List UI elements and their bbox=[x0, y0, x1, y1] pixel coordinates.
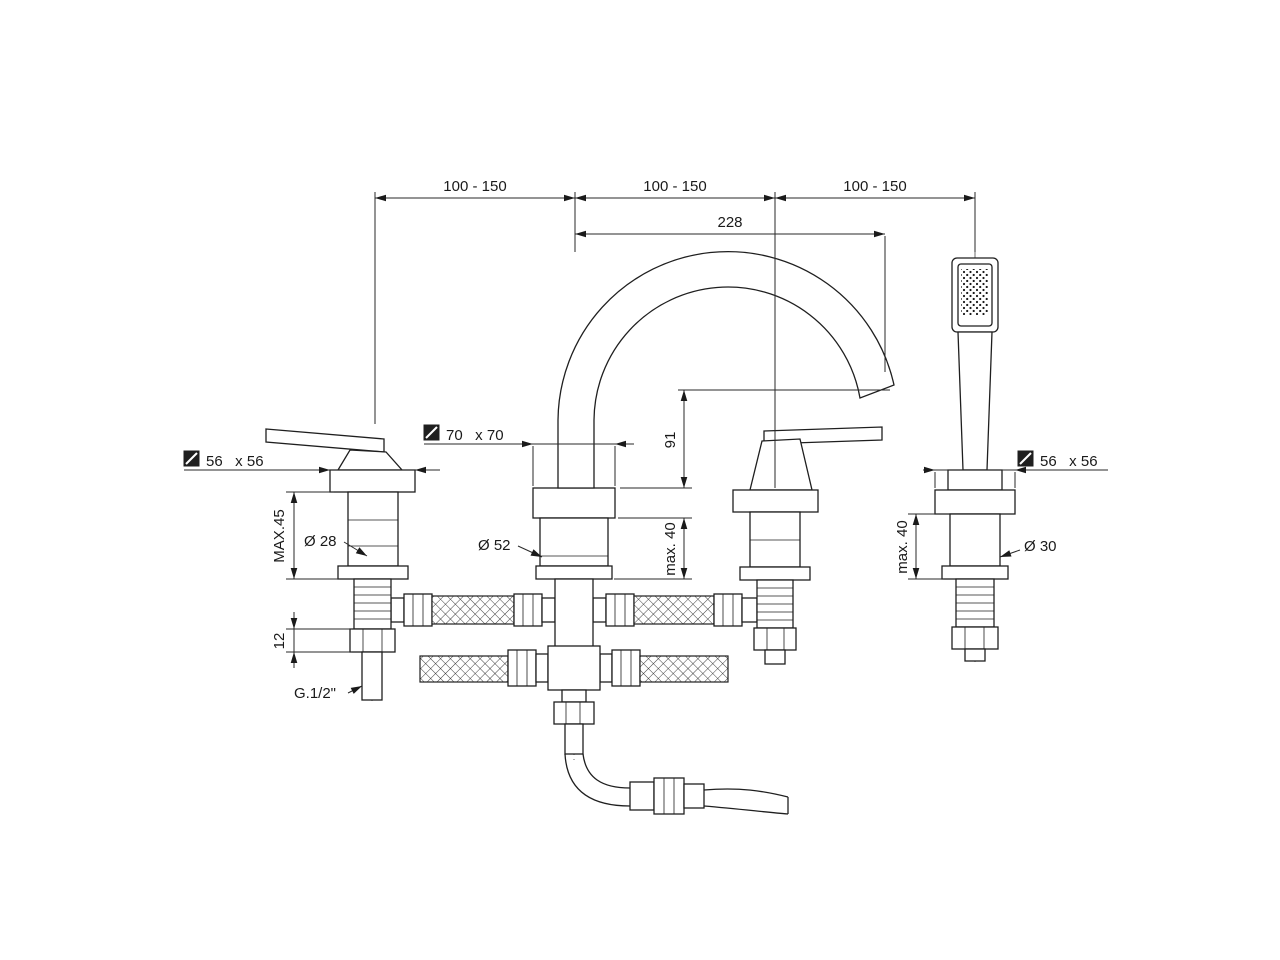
dimension-annotations: 100 - 150 100 - 150 100 - 150 228 56 x 5… bbox=[183, 178, 1108, 702]
hand-shower bbox=[934, 257, 1016, 662]
max-thickness-right-label: max. 40 bbox=[894, 520, 911, 573]
supply-hose-right bbox=[592, 593, 758, 627]
spout-height-label: 91 bbox=[662, 432, 679, 449]
right-dia-label: Ø 30 bbox=[1024, 538, 1057, 555]
inlet-hose-right bbox=[599, 649, 729, 687]
dim-span-right-label: 100 - 150 bbox=[843, 178, 906, 195]
left-dia-label: Ø 28 bbox=[304, 533, 337, 550]
square-section-icon bbox=[1017, 450, 1034, 467]
square-section-icon bbox=[183, 450, 200, 467]
square-section-icon bbox=[423, 424, 440, 441]
supply-hose-left bbox=[390, 593, 556, 627]
spout bbox=[557, 251, 895, 489]
spout-base-size-label: 70 x 70 bbox=[446, 427, 504, 444]
shower-base-size-label: 56 x 56 bbox=[1040, 453, 1098, 470]
spray-face-dots bbox=[961, 269, 989, 315]
dim-span-left-label: 100 - 150 bbox=[443, 178, 506, 195]
center-dia-label: Ø 52 bbox=[478, 537, 511, 554]
left-handle-valve bbox=[265, 428, 416, 701]
shank-height-label: 12 bbox=[271, 633, 288, 650]
shower-hose-assembly bbox=[553, 689, 789, 815]
inlet-hose-left bbox=[419, 649, 549, 687]
left-handle-size-label: 56 x 56 bbox=[206, 453, 264, 470]
max-thickness-left-label: MAX.45 bbox=[271, 509, 288, 562]
dim-span-center-label: 100 - 150 bbox=[643, 178, 706, 195]
dim-reach-label: 228 bbox=[717, 214, 742, 231]
max-thickness-center-label: max. 40 bbox=[662, 522, 679, 575]
right-handle-valve bbox=[732, 426, 883, 665]
thread-label: G.1/2" bbox=[294, 685, 336, 702]
